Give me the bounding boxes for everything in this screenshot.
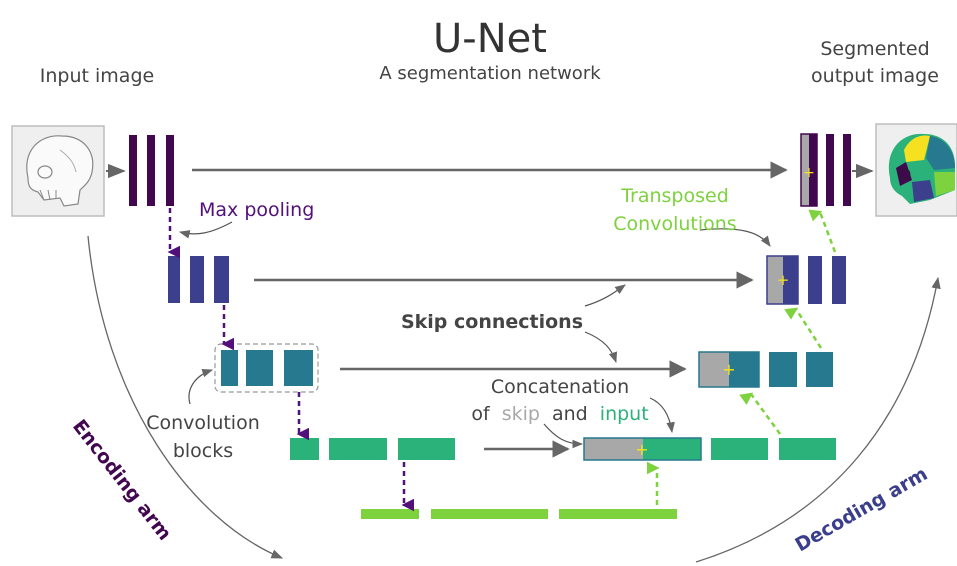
concat-of-text: of	[471, 403, 491, 425]
input-image-label: Input image	[40, 65, 154, 87]
encoding-arm-curve	[87, 235, 284, 559]
segmented-label-line1: Segmented	[820, 38, 929, 60]
decoder-level4-block: +	[583, 437, 836, 461]
svg-text:+: +	[777, 271, 790, 289]
encoder-level2-block	[168, 256, 229, 303]
concat-and-text: and	[552, 403, 588, 425]
convolution-label-line1: Convolution	[146, 412, 260, 434]
decoder-level3-block: +	[698, 351, 833, 388]
encoder-level4-block	[290, 438, 455, 460]
concat-input-text: input	[600, 403, 649, 425]
decoding-arm-label: Decoding arm	[792, 463, 932, 556]
encoder-level3-block	[214, 343, 319, 393]
annotation-pointers	[178, 221, 771, 449]
diagram-title: U-Net	[433, 16, 547, 62]
input-skull-image	[11, 125, 105, 217]
bottleneck-block	[361, 509, 677, 519]
max-pooling-label: Max pooling	[199, 199, 314, 221]
decoder-level2-block: +	[766, 255, 846, 305]
convolution-label-line2: blocks	[173, 440, 233, 462]
transposed-label-line1: Transposed	[620, 185, 729, 207]
transposed-conv-arrows	[647, 209, 837, 505]
output-segmented-image	[875, 123, 957, 217]
decoder-level1-block: +	[800, 133, 851, 207]
encoding-arm-label: Encoding arm	[68, 416, 176, 545]
decoding-arm-curve	[695, 276, 941, 563]
concatenation-label-line2: of skip and input	[471, 403, 648, 425]
encoder-level1-block	[129, 135, 174, 206]
concatenation-label-line1: Concatenation	[491, 376, 629, 398]
concat-skip-text: skip	[502, 403, 540, 425]
svg-text:+: +	[803, 165, 815, 181]
transposed-label-line2: Convolutions	[613, 213, 736, 235]
skip-connections-label: Skip connections	[401, 311, 583, 333]
svg-text:+: +	[722, 360, 735, 379]
svg-text:+: +	[635, 440, 648, 459]
diagram-subtitle: A segmentation network	[379, 63, 601, 84]
segmented-label-line2: output image	[811, 65, 939, 87]
max-pooling-arrows	[167, 208, 414, 512]
